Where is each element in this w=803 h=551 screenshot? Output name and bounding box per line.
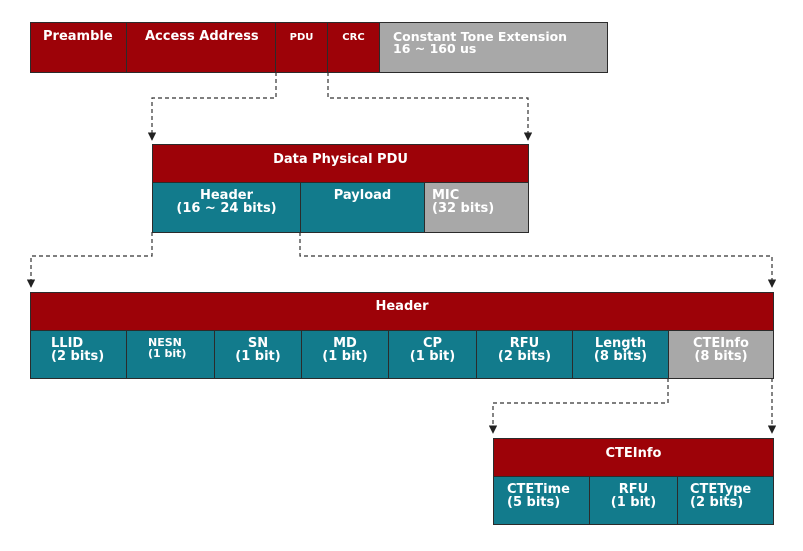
cte-range: 16 ~ 160 us [393, 41, 477, 56]
cteinfo-to-cteinfo-left [488, 378, 669, 434]
header-field-cteinfo: CTEInfo (8 bits) [668, 330, 774, 379]
header-to-header-left [26, 232, 153, 288]
pdu-to-data-pdu-right [327, 72, 533, 141]
header-field-nesn: NESN (1 bit) [126, 330, 215, 379]
header-field-cp: CP (1 bit) [388, 330, 477, 379]
data-pdu-payload-label: Payload [333, 188, 392, 203]
header-field-llid: LLID (2 bits) [30, 330, 127, 379]
header-field-md-label: MD (1 bit) [322, 336, 368, 364]
data-pdu-mic-label: MIC (32 bits) [432, 188, 495, 216]
data-pdu-header-label: Header (16 ~ 24 bits) [176, 188, 277, 216]
pdu-to-data-pdu-left [147, 72, 277, 141]
pdu-label: PDU [289, 32, 314, 43]
cteinfo-field-ctetype: CTEType (2 bits) [677, 476, 774, 525]
header-field-cp-label: CP (1 bit) [409, 336, 456, 364]
access-address-label: Access Address [145, 29, 259, 44]
cteinfo-field-rfu-label: RFU (1 bit) [610, 482, 657, 510]
preamble-label: Preamble [43, 29, 113, 44]
access-address-field: Access Address [126, 22, 276, 73]
crc-field: CRC [327, 22, 380, 73]
cteinfo-title: CTEInfo [493, 438, 774, 477]
cte-title: Constant Tone Extension [393, 29, 568, 44]
data-pdu-payload: Payload [300, 182, 425, 233]
cte-field: Constant Tone Extension 16 ~ 160 us [379, 22, 608, 73]
header-field-cteinfo-label: CTEInfo (8 bits) [693, 336, 749, 364]
cteinfo-field-ctetime: CTETime (5 bits) [493, 476, 590, 525]
header-field-length: Length (8 bits) [572, 330, 669, 379]
header-to-header-right [299, 232, 777, 288]
header-field-sn: SN (1 bit) [214, 330, 302, 379]
data-pdu-title-label: Data Physical PDU [273, 152, 408, 167]
data-pdu-title: Data Physical PDU [152, 144, 529, 183]
pdu-field: PDU [275, 22, 328, 73]
header-field-length-label: Length (8 bits) [593, 336, 648, 364]
header-field-llid-label: LLID (2 bits) [51, 336, 105, 364]
cteinfo-title-label: CTEInfo [605, 446, 662, 461]
data-pdu-header: Header (16 ~ 24 bits) [152, 182, 301, 233]
header-field-sn-label: SN (1 bit) [235, 336, 281, 364]
header-title-label: Header [375, 299, 429, 314]
crc-label: CRC [342, 32, 365, 43]
header-title: Header [30, 292, 774, 331]
data-pdu-mic: MIC (32 bits) [424, 182, 529, 233]
preamble-field: Preamble [30, 22, 127, 73]
cteinfo-field-ctetype-label: CTEType (2 bits) [690, 482, 752, 510]
cteinfo-field-ctetime-label: CTETime (5 bits) [507, 482, 570, 510]
header-field-rfu-label: RFU (2 bits) [497, 336, 552, 364]
header-field-nesn-label: NESN (1 bit) [148, 336, 187, 360]
header-field-rfu: RFU (2 bits) [476, 330, 573, 379]
cteinfo-field-rfu: RFU (1 bit) [589, 476, 678, 525]
header-field-md: MD (1 bit) [301, 330, 389, 379]
